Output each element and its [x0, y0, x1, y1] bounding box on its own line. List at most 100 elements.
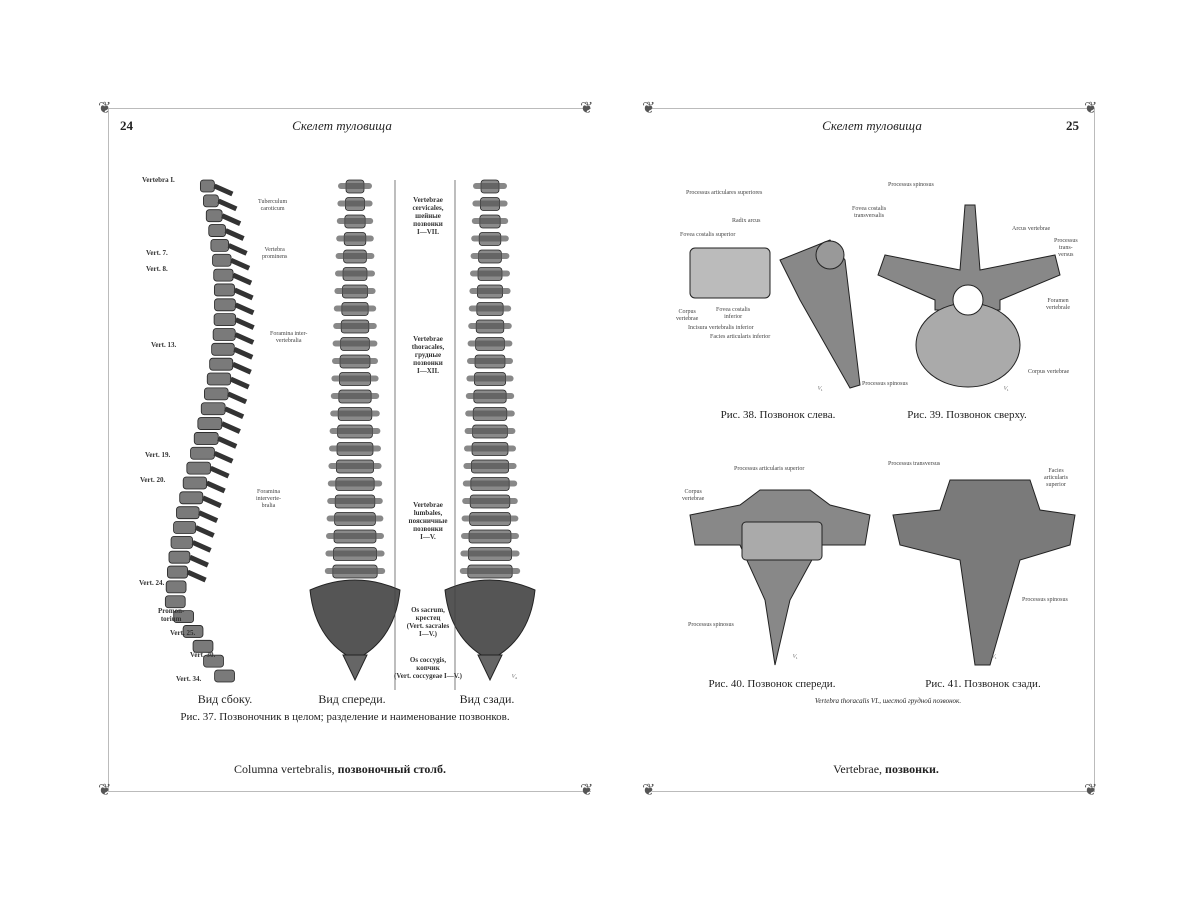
transverse-process — [464, 428, 516, 434]
label-vert-13: Vert. 13. — [151, 341, 177, 349]
label-promontorium: Promon- torium — [158, 607, 185, 623]
transverse-process — [815, 240, 845, 270]
label-vert-25: Vert. 25. — [170, 629, 196, 637]
transverse-process — [472, 200, 508, 207]
transverse-process — [459, 568, 521, 574]
page-number: 25 — [1066, 118, 1079, 133]
vertebra-lateral — [203, 654, 224, 668]
corner-ornament-icon: ❦ — [642, 782, 656, 799]
vertebra-lateral — [168, 550, 191, 564]
vertebra-lateral — [206, 372, 232, 386]
transverse-process — [331, 375, 379, 382]
transverse-process — [460, 550, 520, 557]
vertebra-lateral — [212, 253, 232, 267]
running-head: Скелет туловища — [292, 118, 392, 133]
vertebra-lateral — [213, 268, 234, 282]
view-label-posterior: Вид сзади. — [459, 692, 515, 706]
vertebra-lateral — [212, 328, 236, 341]
scale-label: ¹⁄₁ — [793, 654, 798, 660]
transverse-process — [462, 480, 518, 487]
vertebra-lateral — [214, 669, 235, 683]
spinous-process — [221, 213, 242, 226]
transverse-process — [467, 340, 513, 347]
sacrum — [309, 579, 401, 661]
transverse-process — [470, 253, 510, 259]
spinous-process — [224, 228, 245, 241]
vertebral-arch — [877, 204, 1061, 311]
figure-caption: Рис. 39. Позвонок сверху. — [907, 409, 1027, 421]
transverse-process — [330, 393, 380, 399]
vertebral-foramen — [952, 284, 984, 316]
page-footer-title: Vertebrae, позвонки. — [833, 762, 939, 776]
transverse-process — [470, 270, 510, 277]
vertebra-lateral — [199, 179, 215, 193]
label-corpus: Corpus vertebrae — [1028, 369, 1070, 375]
transverse-process — [338, 183, 372, 189]
spinous-process — [186, 569, 207, 583]
label-prominens: Vertebra prominens — [262, 247, 288, 260]
figure-caption: Рис. 38. Позвонок слева. — [720, 409, 836, 421]
vertebra-lateral — [205, 209, 223, 223]
transverse-process — [469, 288, 511, 294]
vertebral-body — [689, 247, 771, 299]
vertebra-lateral — [186, 461, 211, 475]
vertebra-lateral — [190, 446, 215, 460]
transverse-process — [463, 463, 517, 469]
spinous-process — [209, 465, 230, 479]
spinous-process — [232, 272, 253, 286]
vertebra-back — [892, 479, 1076, 666]
spinous-process — [233, 347, 254, 360]
vertebra-lateral — [203, 194, 219, 208]
transverse-process — [337, 200, 373, 207]
label-facies: Facies articularis superior — [1044, 468, 1068, 488]
running-head: Скелет туловища — [822, 118, 922, 133]
spinous-process — [194, 525, 215, 538]
spinous-process — [217, 436, 238, 449]
vertebra-lateral — [200, 402, 226, 416]
vertebra-lateral — [164, 595, 186, 609]
label-vertebra-1: Vertebra I. — [142, 176, 175, 184]
label-vert-30: Vert. 30. — [190, 651, 216, 659]
label-transversus: Processus trans- versus — [1054, 238, 1078, 258]
vertebra-lateral — [197, 417, 223, 430]
spinous-process — [220, 421, 241, 434]
vertebra-lateral — [213, 313, 237, 327]
page-footer-title: Columna vertebralis, позвоночный столб. — [234, 762, 446, 776]
spinous-process — [217, 198, 238, 212]
sacrum — [444, 579, 536, 661]
label-arcus: Arcus vertebrae — [1012, 226, 1051, 232]
transverse-process — [336, 235, 374, 242]
corner-ornament-icon: ❦ — [580, 782, 594, 799]
transverse-process — [324, 568, 386, 574]
transverse-process — [334, 288, 376, 294]
region-lumbar: Vertebrae lumbales, поясничные позвонки … — [408, 501, 448, 541]
transverse-process — [327, 480, 383, 487]
transverse-process — [471, 235, 509, 242]
spinous-process — [198, 510, 219, 523]
figure-caption: Рис. 41. Позвонок сзади. — [925, 678, 1041, 690]
vertebra-lateral — [176, 506, 200, 520]
coccyx — [342, 654, 368, 682]
transverse-process — [464, 445, 516, 452]
label-fovea-inf: Fovea costalis inferior — [716, 307, 751, 320]
transverse-process — [471, 218, 509, 224]
label-facies-inf: Facies articularis inferior — [710, 334, 771, 340]
corner-ornament-icon: ❦ — [642, 100, 656, 117]
right-page-frame — [652, 108, 1095, 792]
vertebra-lateral — [204, 387, 229, 401]
transverse-process — [465, 410, 515, 417]
label-vert-24: Vert. 24. — [139, 579, 165, 587]
transverse-process — [468, 323, 512, 329]
label-spinosus: Processus spinosus — [888, 182, 934, 188]
transverse-process — [332, 358, 378, 364]
transverse-process — [329, 445, 381, 452]
vertebra-lateral — [170, 535, 194, 549]
spinous-process — [233, 287, 254, 301]
vertebral-arch — [779, 239, 861, 389]
vertebral-body — [915, 302, 1021, 388]
label-foramen: Foramen vertebrale — [1046, 298, 1070, 311]
vertebra-front — [689, 489, 871, 666]
label-vert-34: Vert. 34. — [176, 675, 202, 683]
vertebra-lateral — [182, 625, 204, 638]
